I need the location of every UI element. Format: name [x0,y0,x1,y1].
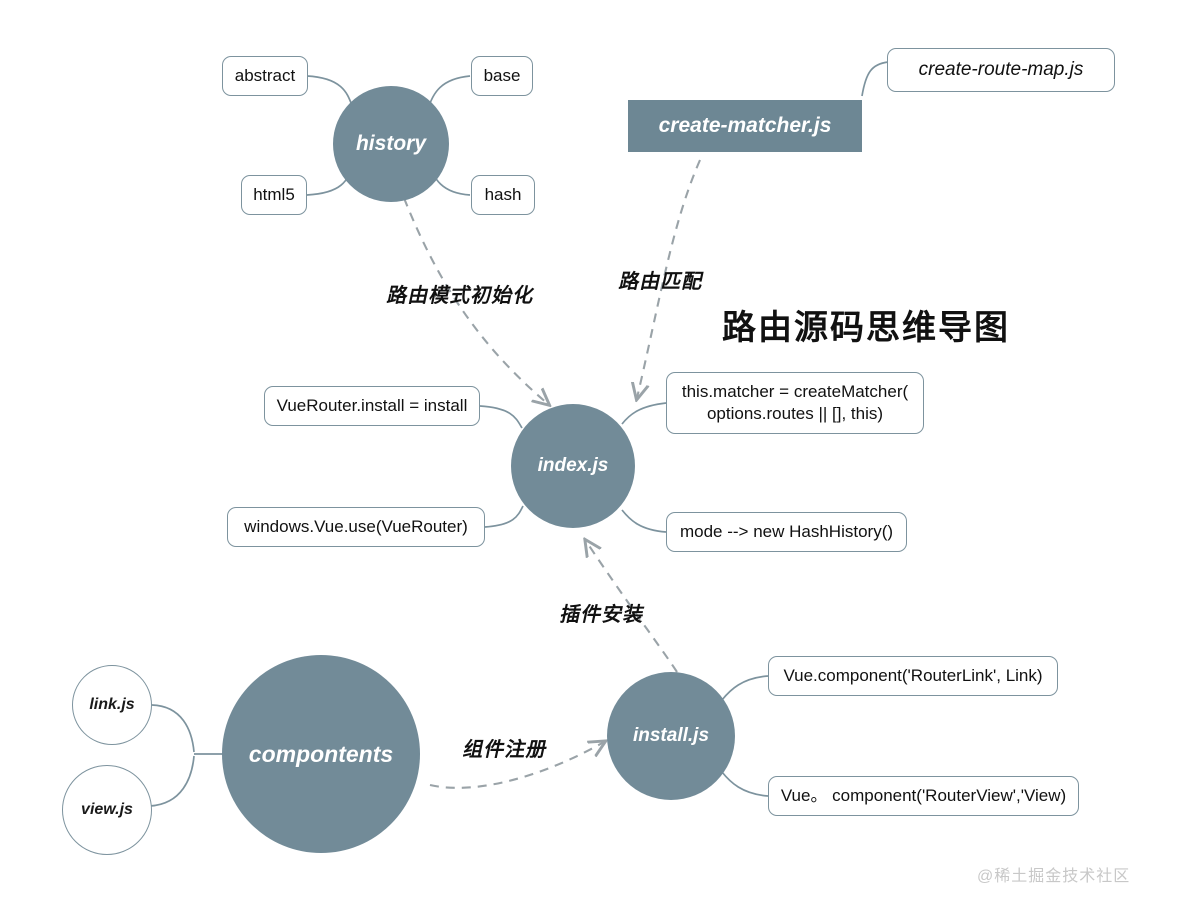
leaf-router-link-label: Vue.component('RouterLink', Link) [783,666,1043,686]
node-history[interactable]: history [333,86,449,202]
node-link-js-label: link.js [89,696,135,713]
leaf-router-link[interactable]: Vue.component('RouterLink', Link) [768,656,1058,696]
leaf-hash-label: hash [484,185,522,205]
leaf-hash[interactable]: hash [471,175,535,215]
diagram-title: 路由源码思维导图 [722,309,1010,347]
leaf-base-label: base [483,66,521,86]
edge-label-plugin-install: 插件安装 [558,604,647,626]
leaf-html5[interactable]: html5 [241,175,307,215]
edge-install-routerlink [721,675,769,701]
leaf-router-view[interactable]: Vue。 component('RouterView','View) [768,776,1079,816]
edge-install-routerview [721,771,769,797]
node-create-matcher-js[interactable]: create-matcher.js [628,100,862,152]
leaf-mode-hashhistory-label: mode --> new HashHistory() [679,522,894,542]
edge-index-thismatcher [621,402,667,425]
node-create-matcher-js-label: create-matcher.js [658,114,832,137]
node-view-js[interactable]: view.js [62,765,152,855]
node-install-js[interactable]: install.js [607,672,735,800]
edge-index-windowsvueuse [484,505,524,528]
leaf-this-matcher-line1: this.matcher = createMatcher( [681,381,909,401]
leaf-router-view-label: Vue。 component('RouterView','View) [780,786,1067,806]
leaf-mode-hashhistory[interactable]: mode --> new HashHistory() [666,512,907,552]
node-compontents[interactable]: compontents [222,655,420,853]
watermark: @稀土掘金技术社区 [977,868,1131,885]
node-history-label: history [355,132,426,155]
node-link-js[interactable]: link.js [72,665,152,745]
leaf-abstract-label: abstract [234,66,296,86]
edge-history-abstract [306,75,354,109]
edge-label-component-register: 组件注册 [461,739,550,761]
edge-index-vuerouterinstall [479,405,523,429]
node-index-js[interactable]: index.js [511,404,635,528]
leaf-abstract[interactable]: abstract [222,56,308,96]
edge-creatematcher-createroutemap [861,61,889,97]
edge-compontents-link [151,704,195,753]
leaf-windows-vue-use-label: windows.Vue.use(VueRouter) [244,517,468,537]
leaf-vuerouter-install[interactable]: VueRouter.install = install [264,386,480,426]
leaf-base[interactable]: base [471,56,533,96]
leaf-this-matcher[interactable]: this.matcher = createMatcher( options.ro… [666,372,924,434]
leaf-html5-label: html5 [253,185,295,205]
edge-compontents-view [149,755,195,807]
node-compontents-label: compontents [248,740,394,767]
leaf-windows-vue-use[interactable]: windows.Vue.use(VueRouter) [227,507,485,547]
node-install-js-label: install.js [632,725,710,746]
edge-history-base [427,75,471,109]
edge-label-route-match: 路由匹配 [617,271,706,293]
edge-index-modehashhistory [621,509,667,533]
leaf-create-route-map-js-label: create-route-map.js [918,59,1084,81]
node-index-js-label: index.js [537,455,609,476]
leaf-this-matcher-line2: options.routes || [], this) [706,404,884,423]
leaf-create-route-map-js[interactable]: create-route-map.js [887,48,1115,92]
leaf-vuerouter-install-label: VueRouter.install = install [276,396,468,416]
node-view-js-label: view.js [81,801,133,818]
edge-label-route-mode-init: 路由模式初始化 [385,285,537,307]
